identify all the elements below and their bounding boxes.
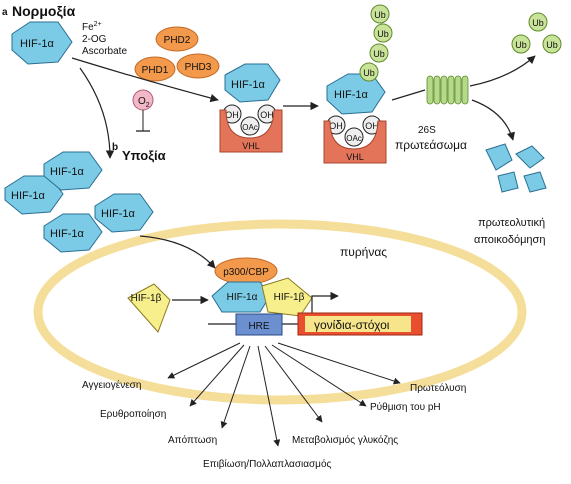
- outcome-apoptosis: Απόπτωση: [168, 434, 217, 446]
- oac-label: OAc: [346, 134, 362, 143]
- hif-vhl-complex-1: HIF-1α OH OH OAc VHL: [219, 63, 283, 153]
- target-genes: γονίδια-στόχοι: [297, 312, 423, 336]
- ub-label: Ub: [363, 68, 375, 78]
- hif1a-label: HIF-1α: [20, 38, 55, 50]
- arrow-hydroxylation: [71, 57, 219, 103]
- hif1a-accumulation: HIF-1α HIF-1α HIF-1α HIF-1α: [4, 151, 154, 253]
- panel-b-heading: b Υποξία: [112, 142, 166, 163]
- hif1b-free: HIF-1β: [127, 283, 171, 333]
- ub-circle: [542, 34, 562, 54]
- ub-label: Ub: [377, 29, 389, 39]
- free-ubiquitin: Ub Ub Ub: [511, 12, 562, 54]
- vhl-label: VHL: [346, 152, 364, 162]
- arrow-ub-recycle: [469, 55, 536, 87]
- transcription-start-arrow: [311, 291, 339, 314]
- ub-label: Ub: [515, 40, 527, 50]
- degraded-fragments: [485, 143, 547, 193]
- hif1a-label: HIF-1α: [11, 190, 46, 202]
- og-label: 2-OG: [82, 34, 107, 45]
- phd1-oval: [134, 56, 176, 82]
- panel-b-title: Υποξία: [122, 148, 166, 163]
- fe-label: Fe2+: [82, 21, 102, 33]
- ub-circle: [373, 23, 393, 43]
- hif1a-label: HIF-1α: [334, 89, 369, 101]
- outcome-erythropoiesis: Ερυθροποίηση: [100, 408, 166, 420]
- hif1a-normoxia: HIF-1α: [11, 21, 73, 65]
- arrow-degradation: [471, 99, 515, 141]
- hif1a-label: HIF-1α: [231, 79, 266, 91]
- hre-element: [235, 313, 283, 336]
- cofactors: Fe2+ 2-OG Ascorbate: [82, 21, 127, 57]
- o2-label: O2: [138, 96, 150, 109]
- phd2-oval: [155, 26, 199, 52]
- proteasome-barrel-icon: [426, 75, 469, 105]
- phd3-label: PHD3: [185, 62, 212, 73]
- panel-a-letter: a: [2, 7, 8, 18]
- outcome-arrows: [167, 342, 401, 447]
- arrow-nuclear-entry: [139, 235, 216, 269]
- ub-circle: [359, 62, 379, 82]
- outcome-proteolysis: Πρωτεόλυση: [410, 382, 466, 394]
- phd-enzymes: PHD2 PHD1 PHD3: [134, 26, 220, 82]
- nucleus-label: πυρήνας: [340, 245, 387, 259]
- ub-label: Ub: [373, 49, 385, 59]
- hre-label: HRE: [248, 321, 269, 332]
- phd3-oval: [176, 53, 220, 79]
- hif1b-label: HIF-1β: [274, 292, 305, 303]
- panel-a-heading: a Νορμοξία: [2, 3, 76, 19]
- outcome-survival: Επιβίωση/Πολλαπλασιασμός: [203, 458, 332, 470]
- panel-b-letter: b: [112, 142, 118, 153]
- hif1a-label: HIF-1α: [50, 166, 85, 178]
- hif1a-label: HIF-1α: [227, 292, 258, 303]
- phd2-label: PHD2: [164, 35, 191, 46]
- oh-label: OH: [365, 121, 379, 131]
- ascorbate-label: Ascorbate: [82, 46, 127, 57]
- ub-label: Ub: [532, 18, 544, 28]
- vhl-label: VHL: [242, 141, 260, 151]
- outcome-glucose: Μεταβολισμός γλυκόζης: [292, 434, 398, 446]
- oh-label: OH: [260, 110, 274, 120]
- proteasome-name: 26S: [418, 125, 436, 136]
- ub-circle: [528, 12, 548, 32]
- ub-label: Ub: [546, 40, 558, 50]
- p300-label: p300/CBP: [223, 267, 269, 278]
- ub-label: Ub: [374, 10, 386, 20]
- oxygen-node: O2: [132, 89, 154, 132]
- phd1-label: PHD1: [142, 65, 169, 76]
- hif1a-label: HIF-1α: [50, 228, 85, 240]
- arrow-hypoxia: [79, 67, 115, 159]
- ub-circle: [370, 4, 390, 24]
- outcome-angiogenesis: Αγγειογένεση: [82, 379, 141, 391]
- outcome-ph: Ρύθμιση του pH: [370, 401, 441, 413]
- oac-label: OAc: [242, 123, 258, 132]
- proteasome-26s: 26S πρωτεάσωμα: [391, 75, 469, 152]
- degradation-line2: αποικοδόμηση: [474, 234, 545, 246]
- oh-label: OH: [225, 110, 239, 120]
- ub-circle: [369, 43, 389, 63]
- proteasome-label: πρωτεάσωμα: [395, 138, 467, 152]
- hif1a-label: HIF-1α: [101, 208, 136, 220]
- ub-circle: [511, 34, 531, 54]
- degradation-line1: πρωτεολυτική: [478, 217, 545, 229]
- target-genes-label: γονίδια-στόχοι: [314, 318, 390, 332]
- hif-vhl-complex-ubiquitinated: HIF-1α OH OH OAc VHL Ub Ub Ub Ub: [323, 4, 393, 164]
- panel-a-title: Νορμοξία: [12, 3, 76, 19]
- oh-label: OH: [329, 121, 343, 131]
- transcription-complex: p300/CBP HIF-1α HIF-1β: [211, 257, 313, 317]
- hif1b-label: HIF-1β: [131, 293, 162, 304]
